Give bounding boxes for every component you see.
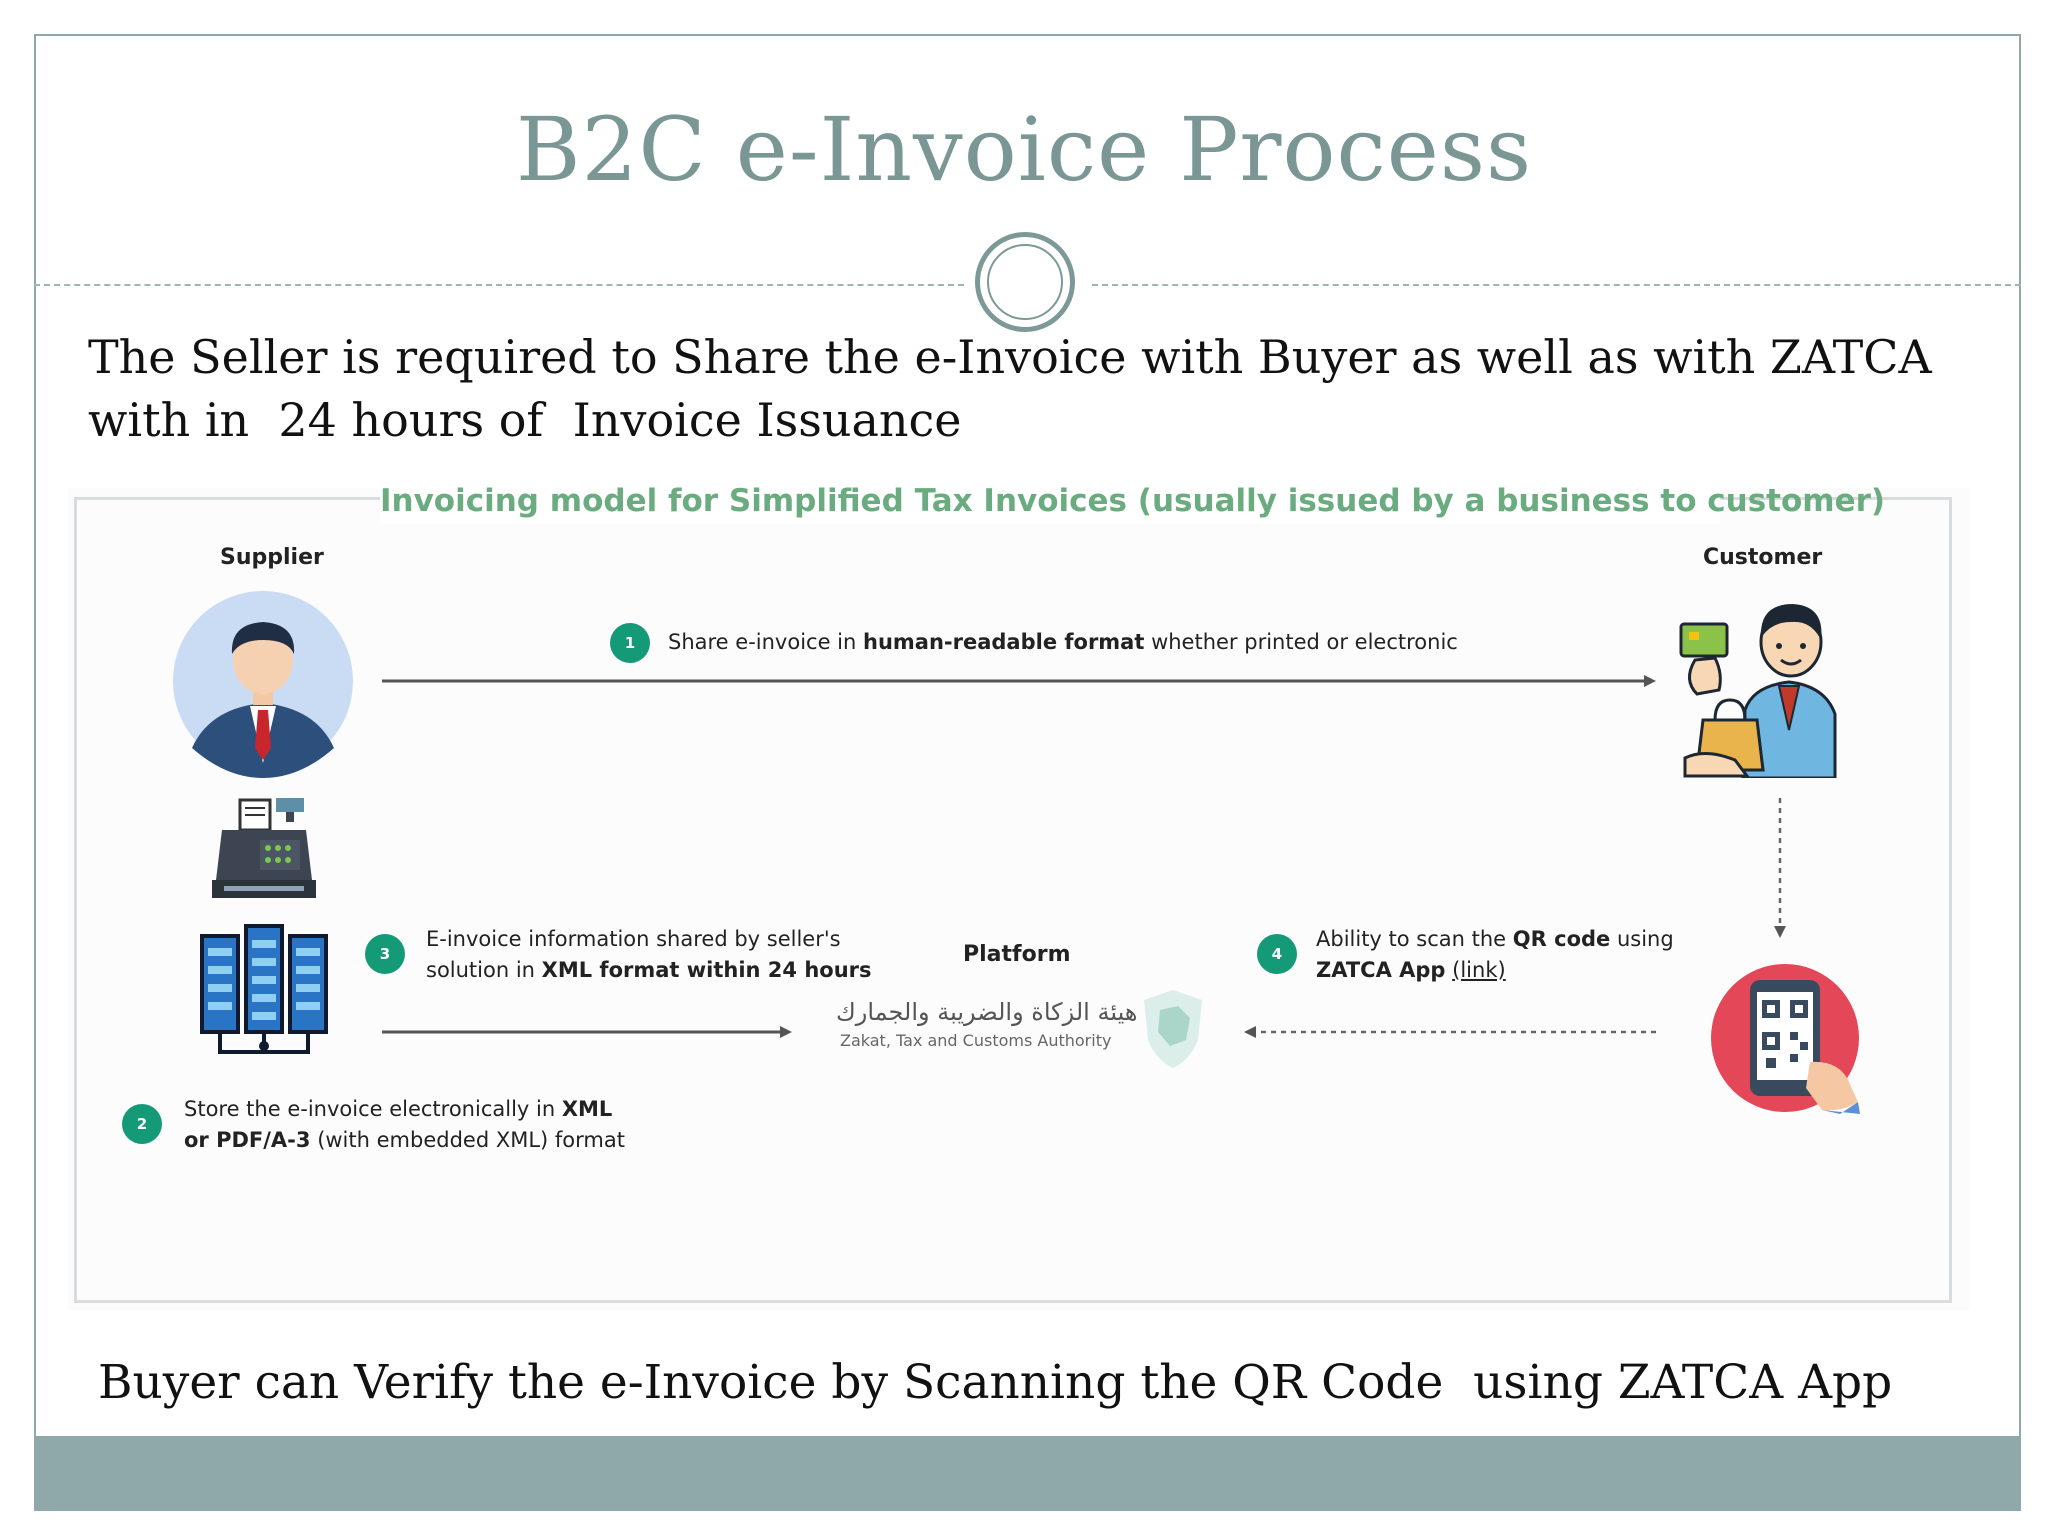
step-3-text: E-invoice information shared by seller's… bbox=[426, 927, 872, 982]
intro-line-2: with in 24 hours of Invoice Issuance bbox=[88, 393, 962, 447]
step-4-badge: 4 bbox=[1257, 934, 1297, 974]
platform-label: Platform bbox=[963, 942, 1071, 967]
intro-text: The Seller is required to Share the e-In… bbox=[88, 326, 1968, 452]
arrow-customer-to-phone bbox=[1774, 798, 1786, 938]
step-4-text: Ability to scan the QR code using ZATCA … bbox=[1316, 927, 1674, 982]
diagram-panel bbox=[68, 488, 1970, 1310]
authority-english-name: Zakat, Tax and Customs Authority bbox=[840, 1031, 1112, 1050]
closing-text: Buyer can Verify the e-Invoice by Scanni… bbox=[98, 1355, 1893, 1410]
intro-line-1: The Seller is required to Share the e-In… bbox=[88, 330, 1932, 384]
arrow-step-1 bbox=[382, 675, 1656, 687]
customer-label: Customer bbox=[1703, 545, 1823, 570]
phone-qr-icon bbox=[1711, 964, 1860, 1114]
step-1-badge: 1 bbox=[610, 623, 650, 663]
cash-register-icon bbox=[212, 798, 316, 898]
server-icon bbox=[200, 924, 328, 1054]
arrow-step-4 bbox=[1244, 1026, 1656, 1038]
zatca-logo-icon bbox=[1144, 990, 1202, 1068]
diagram-heading: Invoicing model for Simplified Tax Invoi… bbox=[380, 483, 1886, 519]
arrow-step-3 bbox=[382, 1026, 792, 1038]
step-3-badge: 3 bbox=[365, 934, 405, 974]
divider-line-left bbox=[34, 284, 964, 286]
authority-arabic-name: هيئة الزكاة والضريبة والجمارك bbox=[836, 998, 1138, 1026]
step-2-badge: 2 bbox=[122, 1104, 162, 1144]
step-2-text: Store the e-invoice electronically in XM… bbox=[184, 1097, 625, 1152]
supplier-label: Supplier bbox=[220, 545, 324, 570]
customer-figure-icon bbox=[1679, 604, 1837, 778]
supplier-avatar-icon bbox=[173, 591, 353, 778]
divider-line-right bbox=[1092, 284, 2021, 286]
footer-band bbox=[34, 1436, 2021, 1509]
zatca-app-link[interactable]: (link) bbox=[1452, 958, 1506, 982]
step-1-text: Share e-invoice in human-readable format… bbox=[668, 630, 1458, 654]
divider-ring-icon bbox=[975, 232, 1075, 332]
slide-title: B2C e-Invoice Process bbox=[515, 98, 1533, 201]
diagram-heading-box: Invoicing model for Simplified Tax Invoi… bbox=[380, 478, 1885, 524]
